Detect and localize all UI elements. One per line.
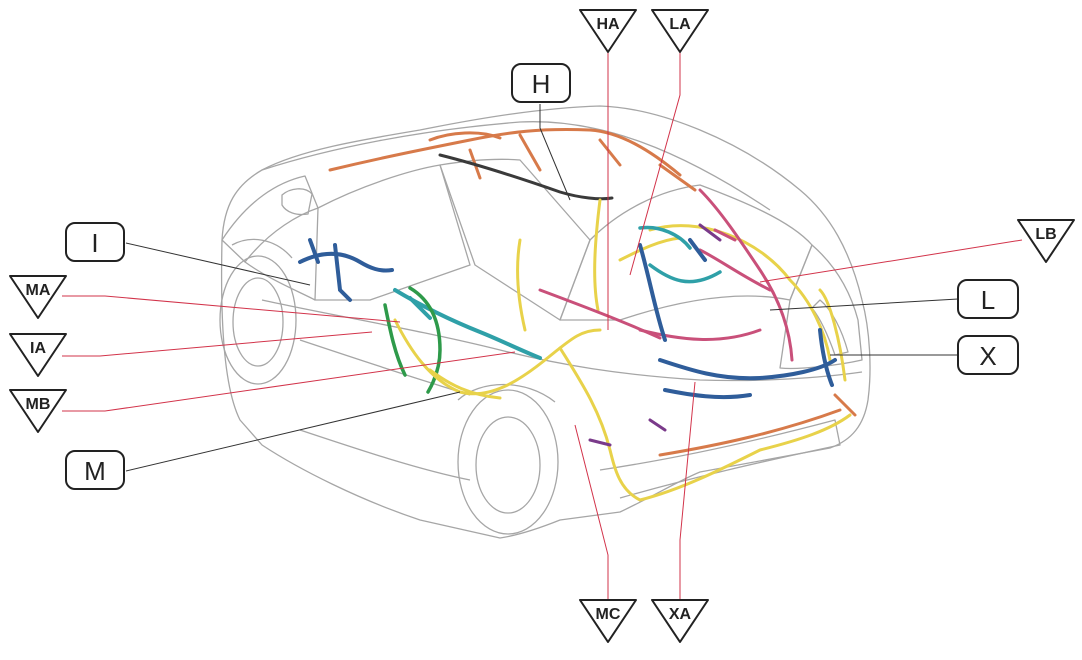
- leader-LB: [759, 239, 1023, 283]
- harness-rear-blue: [638, 238, 837, 400]
- callout-LA: LA: [651, 9, 709, 53]
- leader-MB: [62, 351, 516, 412]
- callout-HA: HA: [579, 9, 637, 53]
- label-IA: IA: [30, 340, 46, 357]
- label-H: H: [532, 69, 551, 99]
- callout-LB: LB: [1017, 219, 1075, 263]
- label-M: M: [84, 456, 106, 486]
- callout-I: I: [65, 222, 125, 262]
- callout-MB: MB: [9, 389, 67, 433]
- callout-M: M: [65, 450, 125, 490]
- label-LB: LB: [1035, 226, 1056, 243]
- harness-rear-pink: [538, 188, 794, 362]
- callout-XA: XA: [651, 599, 709, 643]
- label-I: I: [91, 228, 98, 258]
- leader-I: [125, 242, 311, 286]
- callout-X: X: [957, 335, 1019, 375]
- callout-H: H: [511, 63, 571, 103]
- callout-MC: MC: [579, 599, 637, 643]
- label-X: X: [979, 341, 996, 371]
- harness-floor-yellow: [393, 198, 852, 502]
- harness-floor-green: [383, 286, 442, 394]
- leader-M: [125, 391, 461, 472]
- leader-XA: [679, 381, 696, 602]
- leader-MC: [574, 424, 609, 602]
- leader-LA: [629, 50, 681, 276]
- callout-L: L: [957, 279, 1019, 319]
- leader-lines-red: [62, 50, 1023, 602]
- leader-MA: [62, 295, 401, 323]
- harness-instrument: [298, 238, 394, 302]
- label-HA: HA: [596, 16, 620, 33]
- harness-cowl: [393, 288, 542, 360]
- harness-rear-teal: [638, 225, 722, 284]
- callout-IA: IA: [9, 333, 67, 377]
- label-MB: MB: [26, 396, 51, 413]
- label-LA: LA: [669, 16, 691, 33]
- leader-IA: [62, 331, 373, 357]
- label-MC: MC: [596, 606, 621, 623]
- harness-purple: [588, 223, 722, 447]
- harness-roof: [328, 127, 697, 192]
- label-XA: XA: [669, 606, 692, 623]
- callout-MA: MA: [9, 275, 67, 319]
- leader-H: [539, 104, 571, 201]
- label-L: L: [981, 285, 995, 315]
- label-MA: MA: [26, 282, 51, 299]
- vehicle-outline: [219, 105, 871, 539]
- harness-roof-center: [438, 153, 614, 201]
- leader-L: [769, 298, 959, 311]
- harness-bumper: [658, 393, 857, 457]
- leader-lines-black: [125, 104, 959, 472]
